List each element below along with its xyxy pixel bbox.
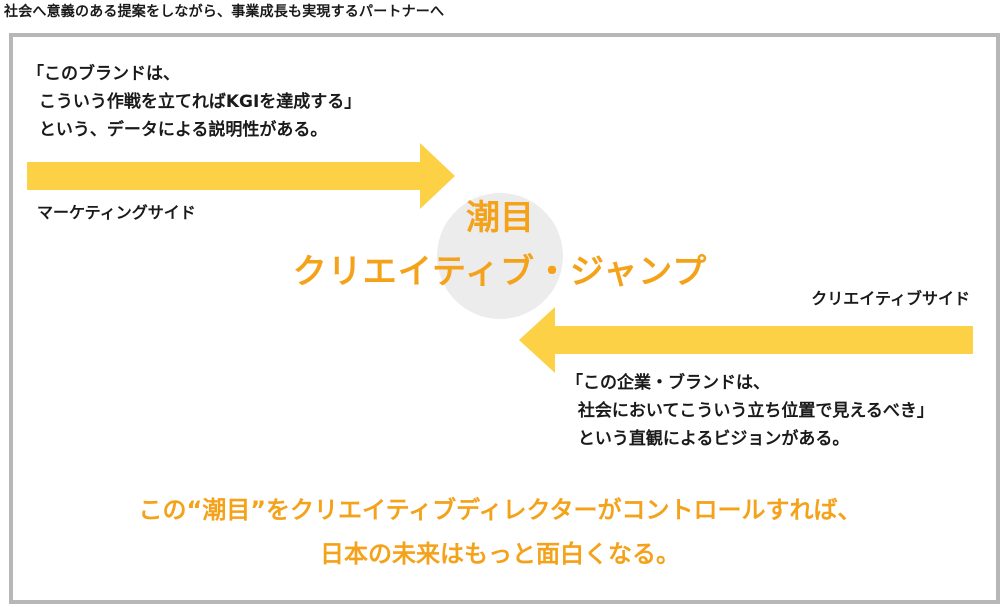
conclusion-line-1: この“潮目”をクリエイティブディレクターがコントロールすれば、 — [138, 496, 862, 524]
conclusion-line-2: 日本の未来はもっと面白くなる。 — [320, 540, 680, 568]
creative-quote: 「この企業・ブランドは、 社会においてこういう立ち位置で見えるべき」 という直観… — [566, 373, 934, 449]
center-title-creative-jump: クリエイティブ・ジャンプ — [292, 252, 708, 292]
center-circle — [437, 193, 563, 319]
creative-arrow-shape — [519, 307, 973, 373]
marketing-arrow-shape — [27, 143, 455, 209]
creative-side-label: クリエイティブサイド — [811, 289, 970, 308]
page-caption: 社会へ意義のある提案をしながら、事業成長も実現するパートナーへ — [4, 4, 445, 20]
marketing-side-label: マーケティングサイド — [37, 203, 196, 222]
arrow-left-icon — [519, 307, 973, 373]
center-title-shiome: 潮目 — [466, 198, 534, 238]
content-frame — [9, 33, 1000, 604]
arrow-right-icon — [27, 143, 455, 209]
marketing-quote: 「このブランドは、 こういう作戦を立てればKGIを達成する」 という、データによ… — [27, 64, 362, 140]
